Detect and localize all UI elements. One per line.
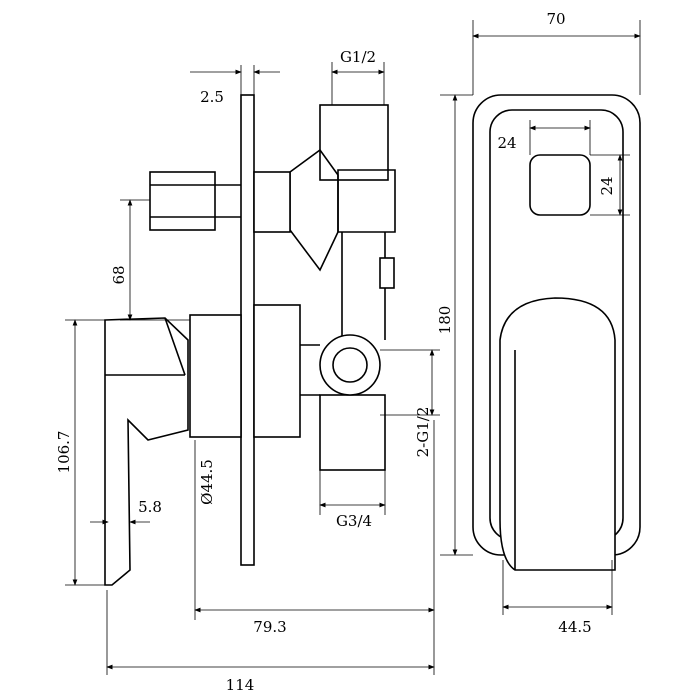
mixer-ring <box>189 314 242 438</box>
dimension-lines <box>65 20 641 675</box>
label-side-outlets: 2-G1/2 <box>414 407 432 458</box>
front-view <box>472 94 641 571</box>
label-square-width: 24 <box>497 134 516 152</box>
label-spindle-spacing: 68 <box>110 265 128 284</box>
label-body-depth: 79.3 <box>253 618 286 636</box>
wall-plate <box>240 94 255 566</box>
bottom-inlet-pipe <box>319 394 386 471</box>
label-bottom-inlet: G3/4 <box>336 512 372 530</box>
label-top-inlet: G1/2 <box>340 48 376 66</box>
label-total-depth: 114 <box>226 676 255 694</box>
top-inlet-pipe <box>319 104 389 181</box>
handle-lever <box>104 317 189 586</box>
front-lever <box>499 297 616 571</box>
label-plate-thickness: 2.5 <box>200 88 224 106</box>
side-view <box>104 94 396 586</box>
label-handle-height: 106.7 <box>55 431 73 474</box>
diverter-knob <box>149 171 216 231</box>
outlet-circle <box>319 334 381 396</box>
label-lever-width: 44.5 <box>558 618 591 636</box>
diverter-square <box>529 154 591 216</box>
label-handle-offset: 5.8 <box>138 498 162 516</box>
label-front-width: 70 <box>546 10 565 28</box>
label-front-height: 180 <box>436 306 454 335</box>
label-ring-diameter: Ø44.5 <box>198 459 216 505</box>
label-square-height: 24 <box>598 176 616 195</box>
dimension-labels: 70 G1/2 2.5 24 24 68 180 106.7 Ø44.5 2-G… <box>55 10 616 694</box>
